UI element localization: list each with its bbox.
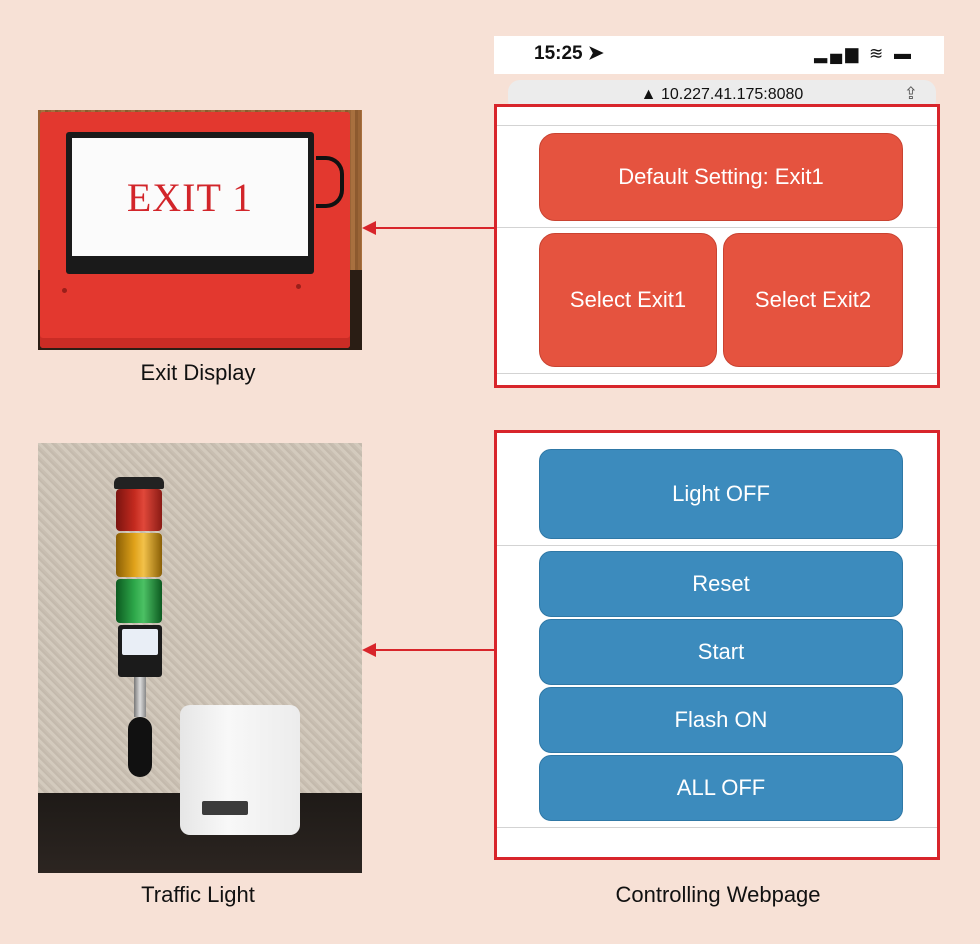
- power-cable: [316, 156, 344, 208]
- display-bezel: EXIT 1: [66, 132, 314, 274]
- mounting-pole: [134, 677, 146, 717]
- all-off-button[interactable]: ALL OFF: [539, 755, 903, 821]
- light-off-button[interactable]: Light OFF: [539, 449, 903, 539]
- light-control-panel: Light OFF Reset Start Flash ON ALL OFF: [494, 430, 940, 860]
- mounting-arm: [128, 717, 152, 777]
- green-light-segment: [116, 579, 162, 623]
- arrow-left-icon: [362, 643, 376, 657]
- exit-display-device: EXIT 1: [40, 112, 350, 348]
- select-exit1-button[interactable]: Select Exit1: [539, 233, 717, 367]
- arrow-line: [374, 227, 494, 229]
- controller-box: [180, 705, 300, 835]
- divider: [497, 227, 937, 228]
- yellow-light-segment: [116, 533, 162, 577]
- screw-right: [296, 284, 301, 289]
- exit-control-panel: Default Setting: Exit1 Select Exit1 Sele…: [494, 104, 940, 388]
- divider: [497, 125, 937, 126]
- status-time: 15:25 ➤: [534, 43, 604, 64]
- reset-button[interactable]: Reset: [539, 551, 903, 617]
- default-setting-exit1-button[interactable]: Default Setting: Exit1: [539, 133, 903, 221]
- traffic-light-photo: [38, 443, 362, 873]
- arrow-left-icon: [362, 221, 376, 235]
- url-text: ▲ 10.227.41.175:8080: [640, 86, 804, 103]
- product-label: [122, 629, 158, 655]
- arrow-line: [374, 649, 494, 651]
- phone-status-bar: 15:25 ➤ ▂▄▆ ≋ ▬: [494, 36, 944, 74]
- divider: [497, 545, 937, 546]
- exit-display-photo: EXIT 1: [38, 110, 362, 350]
- signal-tower-cap: [114, 477, 164, 489]
- share-icon[interactable]: ⇪: [903, 84, 918, 103]
- traffic-light-caption: Traffic Light: [141, 882, 255, 907]
- exit-display-caption: Exit Display: [140, 360, 256, 385]
- signal-wifi-battery-icon: ▂▄▆ ≋ ▬: [814, 44, 914, 63]
- start-button[interactable]: Start: [539, 619, 903, 685]
- controlling-webpage-caption: Controlling Webpage: [615, 882, 821, 907]
- red-light-segment: [116, 489, 162, 531]
- select-exit2-button[interactable]: Select Exit2: [723, 233, 903, 367]
- display-screen: EXIT 1: [72, 138, 308, 256]
- controller-slot: [202, 801, 248, 815]
- divider: [497, 827, 937, 828]
- divider: [497, 373, 937, 374]
- screw-left: [62, 288, 67, 293]
- flash-on-button[interactable]: Flash ON: [539, 687, 903, 753]
- exit-screen-text: EXIT 1: [126, 174, 254, 220]
